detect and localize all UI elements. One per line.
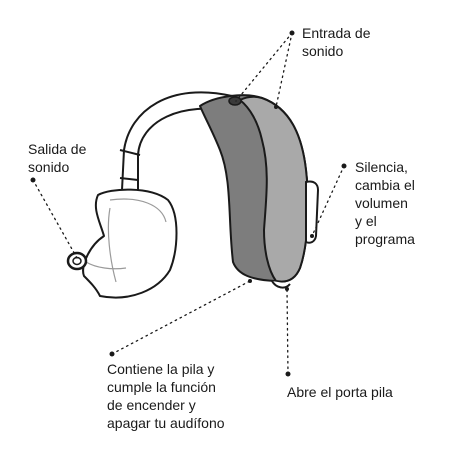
ear-dome bbox=[82, 188, 178, 299]
label-line: Silencia, bbox=[355, 159, 408, 175]
battery-door-icon bbox=[271, 280, 291, 289]
label-line: cambia el bbox=[355, 177, 415, 193]
label-line: y el bbox=[355, 213, 377, 229]
leader-lines bbox=[32, 32, 345, 375]
label-line: Salida de bbox=[28, 141, 87, 157]
label-line: sonido bbox=[28, 159, 70, 175]
label-sound-output: Salida de sonido bbox=[28, 140, 86, 176]
label-line: de encender y bbox=[107, 397, 196, 413]
label-sound-input: Entrada de sonido bbox=[302, 24, 371, 60]
leader-dots bbox=[30, 30, 347, 377]
label-line: apagar tu audífono bbox=[107, 415, 225, 431]
label-line: cumple la función bbox=[107, 379, 216, 395]
label-line: Abre el porta pila bbox=[287, 384, 393, 400]
label-mute-volume-program: Silencia, cambia el volumen y el program… bbox=[355, 158, 415, 248]
label-line: Entrada de bbox=[302, 25, 371, 41]
label-open-battery-door: Abre el porta pila bbox=[287, 383, 393, 401]
label-line: sonido bbox=[302, 43, 344, 59]
sound-outlet-icon bbox=[66, 251, 88, 271]
label-battery-power: Contiene la pila y cumple la función de … bbox=[107, 360, 225, 432]
device-body bbox=[199, 94, 309, 283]
volume-button-icon bbox=[305, 180, 320, 244]
microphone-icon bbox=[228, 96, 242, 106]
label-line: volumen bbox=[355, 195, 408, 211]
label-line: Contiene la pila y bbox=[107, 361, 215, 377]
label-line: programa bbox=[355, 231, 415, 247]
